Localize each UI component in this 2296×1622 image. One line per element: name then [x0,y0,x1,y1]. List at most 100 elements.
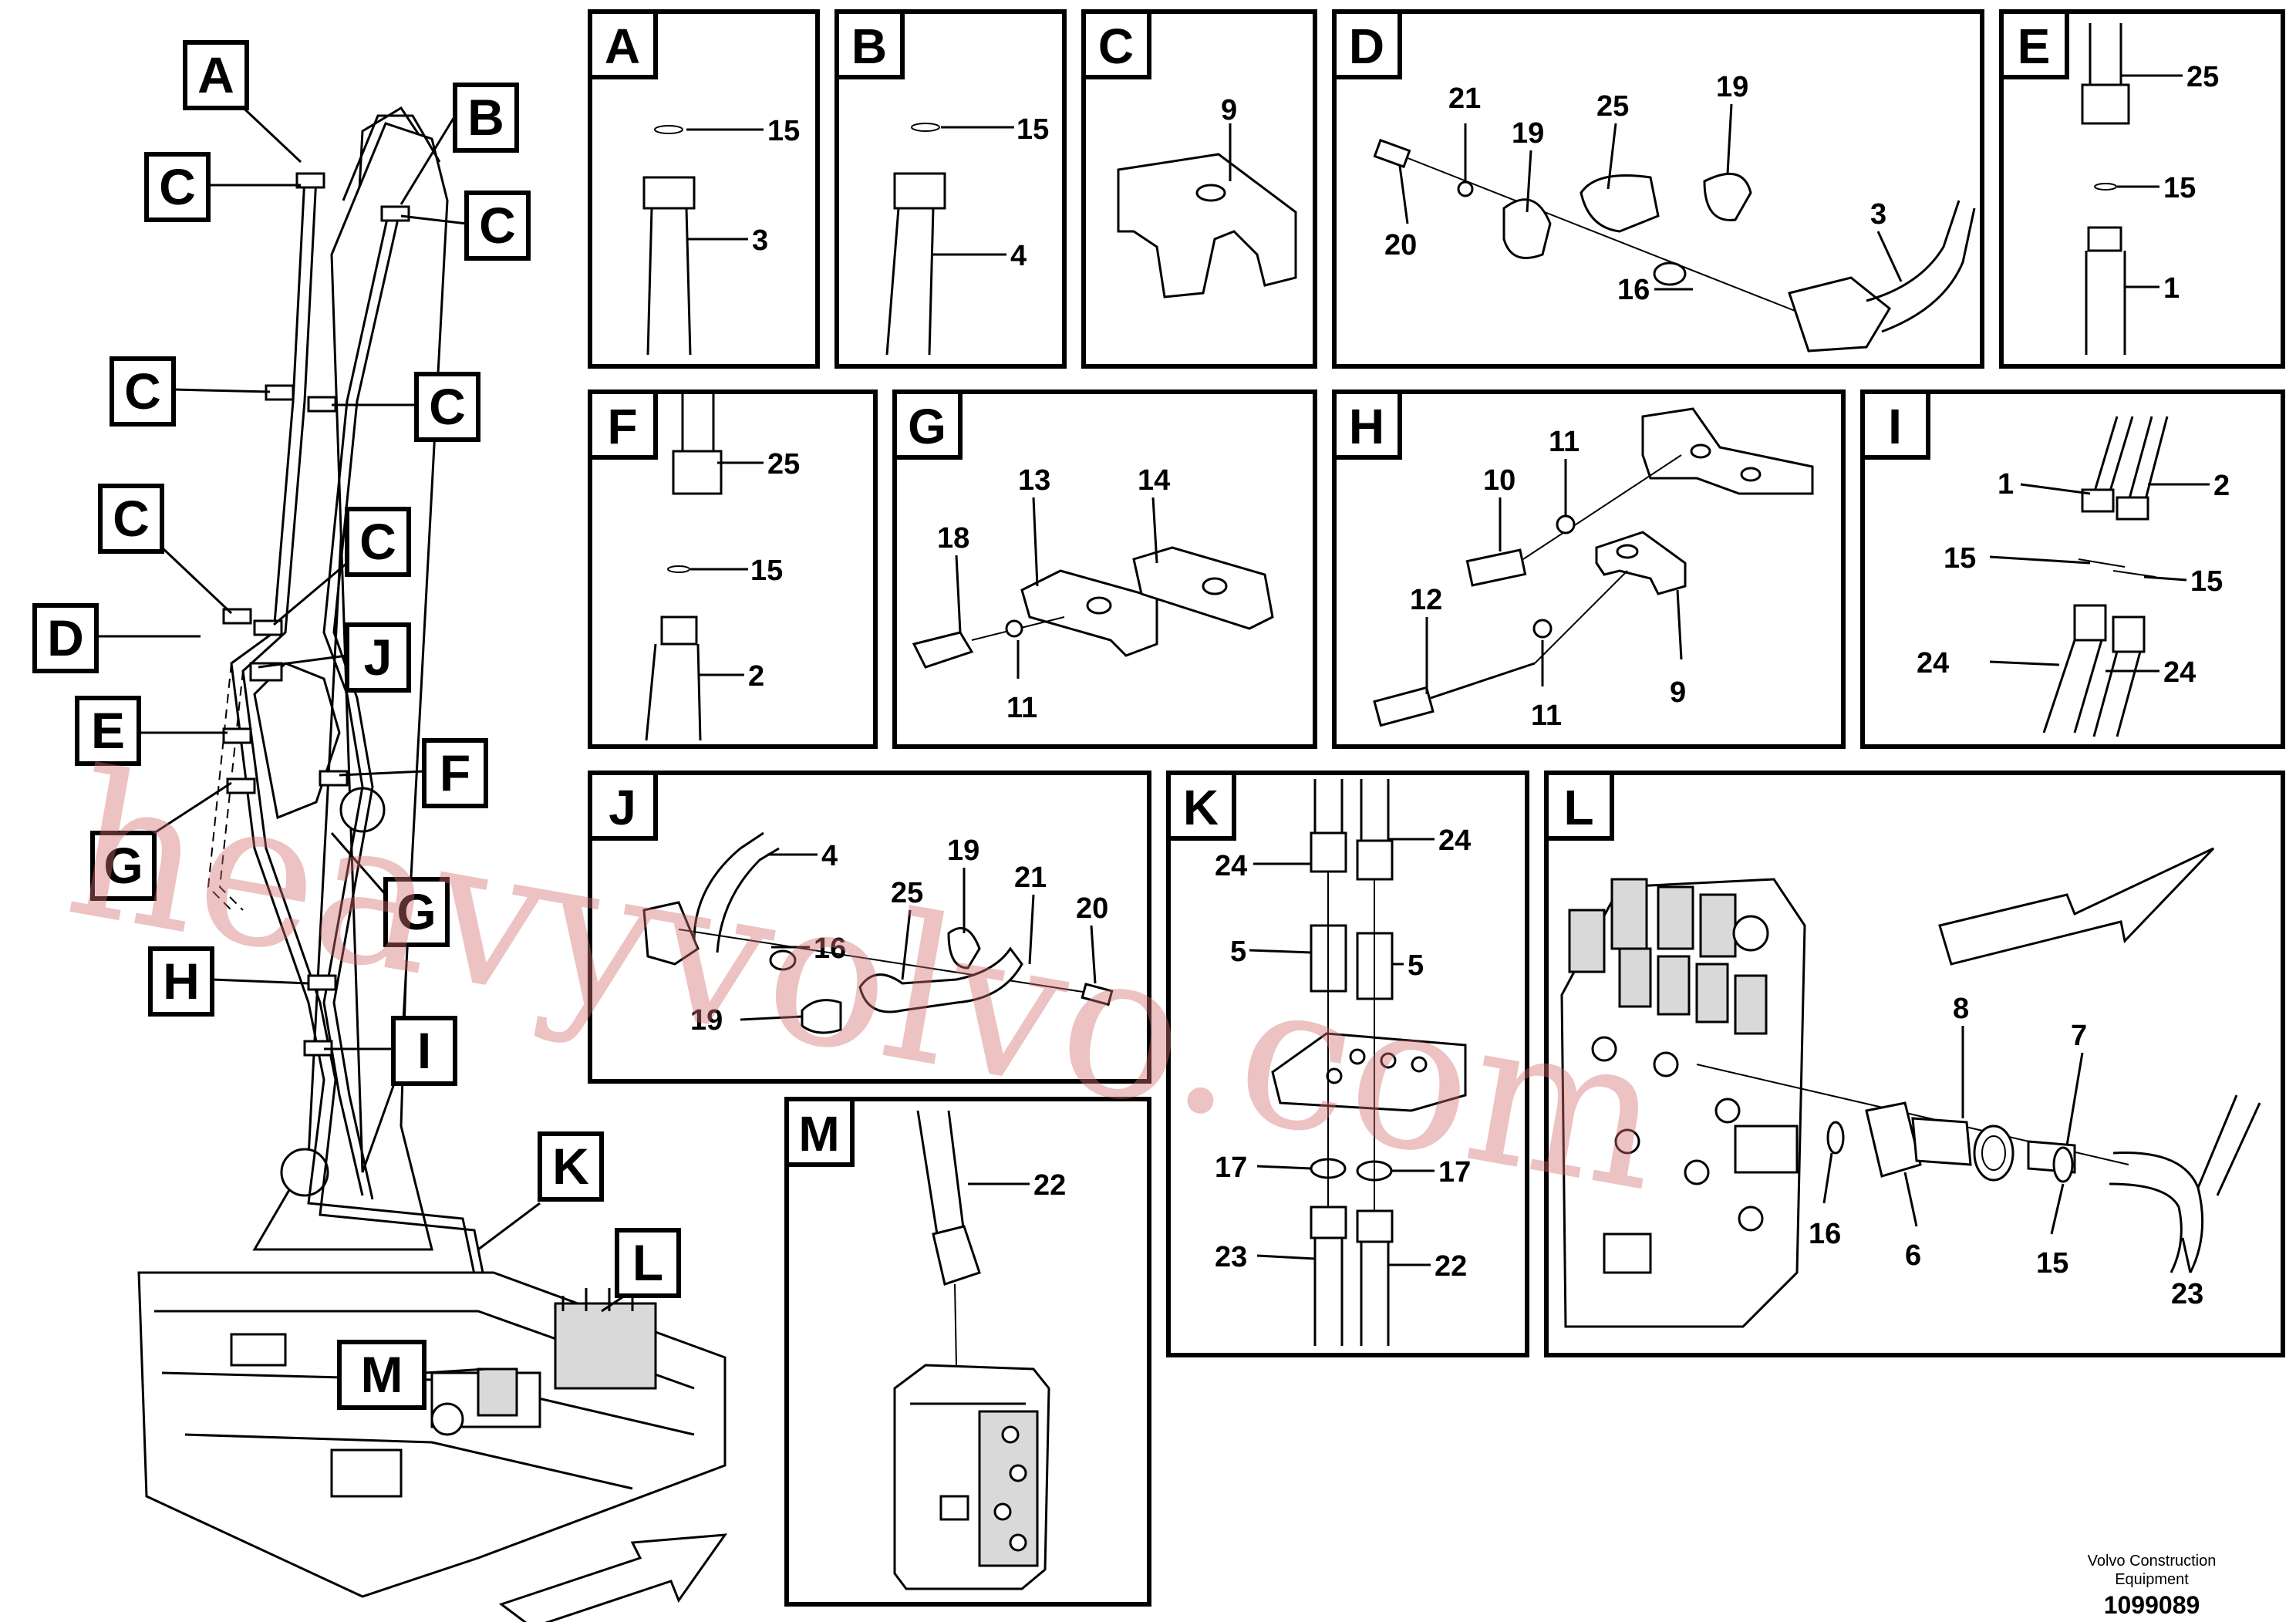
part-label: 14 [1138,464,1170,497]
part-label: 22 [1435,1250,1467,1283]
callout-letter: K [552,1138,589,1195]
part-label: 11 [1006,692,1037,724]
panel-m: M 22 [784,1097,1151,1607]
callout-letter: G [396,883,436,940]
callout-letter: L [632,1234,663,1291]
part-label: 2 [2213,470,2230,502]
part-label: 24 [1917,647,1949,679]
callout-letter: B [467,89,504,146]
panel-letter: E [2018,19,2051,74]
part-label: 6 [1905,1239,1921,1272]
part-label: 24 [1215,850,1247,882]
part-label: 2 [748,660,764,693]
panel-b: B 15 4 [834,9,1067,369]
part-label: 22 [1033,1169,1066,1202]
overview-callouts: A C B C C C C C D J E F [32,40,681,1410]
panel-letter: B [851,19,887,74]
panel-letter: M [798,1106,839,1162]
part-label: 16 [1809,1218,1841,1250]
part-label: 21 [1448,83,1481,115]
part-label: 24 [1438,824,1471,857]
part-label: 23 [1215,1241,1247,1273]
part-label: 3 [752,224,768,257]
part-label: 15 [2163,172,2196,204]
part-label: 11 [1531,700,1562,732]
panel-a: A 15 3 [588,9,820,369]
part-label: 8 [1953,993,1969,1025]
callout-letter: H [163,953,200,1010]
part-label: 16 [1617,274,1650,306]
panel-d: D 21 25 19 19 20 16 3 [1332,9,1984,369]
part-label: 13 [1018,464,1050,497]
part-label: 15 [767,115,800,147]
part-label: 21 [1014,862,1047,894]
title-block: Volvo Construction Equipment 1099089 [2088,1553,2217,1619]
part-label: 15 [1017,113,1049,146]
part-label: 25 [767,448,800,481]
panel-letter: L [1563,780,1593,835]
panel-c: C 9 [1081,9,1317,369]
panel-j: J 4 19 21 25 20 16 19 [588,771,1151,1084]
company-name-line2: Equipment [2115,1571,2189,1588]
part-label: 20 [1076,892,1108,925]
panel-letter: K [1183,780,1219,835]
part-label: 7 [2071,1020,2087,1052]
callout-letter: C [124,363,161,420]
direction-arrow-bottom [498,1533,728,1622]
callout-letter: C [479,197,516,254]
part-label: 17 [1215,1152,1247,1184]
part-label: 16 [814,932,846,965]
part-label: 12 [1410,584,1442,616]
part-label: 10 [1483,464,1515,497]
part-label: 4 [1010,240,1027,272]
panel-letter: G [908,399,946,454]
panel-l: L 8 7 16 6 [1544,771,2285,1357]
part-label: 25 [891,877,923,909]
part-label: 5 [1408,949,1424,982]
direction-arrow-panel-l [1938,847,2215,966]
panel-letter: J [609,780,636,835]
part-label: 4 [821,840,838,872]
panel-letter: C [1098,19,1134,74]
part-label: 19 [1512,117,1544,150]
panel-i: I 1 2 15 15 24 24 [1860,389,2285,749]
part-label: 19 [947,835,979,867]
part-label: 17 [1438,1156,1471,1189]
part-label: 1 [1998,468,2014,501]
part-label: 9 [1221,94,1237,126]
callout-letter: C [113,490,150,547]
callout-letter: C [359,513,396,570]
panel-g: G 13 14 18 11 [892,389,1317,749]
callout-letter: M [361,1346,403,1403]
part-label: 18 [937,522,969,555]
part-label: 25 [2186,61,2219,93]
panel-letter: A [605,19,640,74]
callout-letter: C [429,378,466,435]
part-label: 23 [2171,1278,2203,1310]
company-name-line1: Volvo Construction [2088,1553,2217,1570]
part-label: 15 [750,555,783,587]
part-label: 15 [1944,542,1976,575]
panel-h: H 11 10 12 11 9 [1332,389,1846,749]
part-label: 9 [1670,676,1686,709]
panel-letter: D [1349,19,1384,74]
panel-e: E 25 15 1 [1999,9,2285,369]
part-label: 19 [1716,71,1748,103]
part-label: 15 [2036,1247,2068,1280]
callout-letter: I [417,1022,431,1079]
part-label: 3 [1870,198,1886,231]
callout-letter: A [197,46,234,103]
panel-k: K 24 24 5 5 17 17 23 22 [1166,771,1529,1357]
panel-letter: F [607,399,637,454]
panel-letter: I [1888,399,1902,454]
part-label: 15 [2190,565,2223,598]
drawing-number: 1099089 [2104,1591,2200,1619]
part-label: 20 [1384,229,1417,261]
callout-letter: F [440,744,470,801]
panel-letter: H [1349,399,1384,454]
callout-letter: J [364,629,393,686]
part-label: 24 [2163,656,2196,689]
part-label: 11 [1549,426,1580,458]
panel-f: F 25 15 2 [588,389,878,749]
